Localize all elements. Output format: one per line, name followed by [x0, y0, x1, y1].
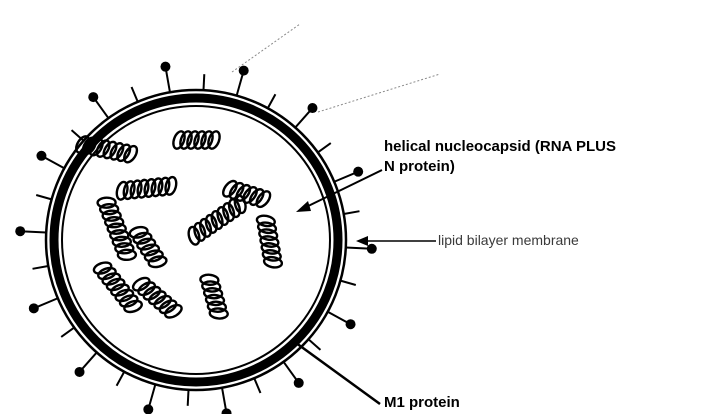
- spike-knob: [222, 408, 232, 414]
- nucleocapsid-arrowhead: [296, 201, 311, 212]
- m1-protein-label: M1 protein: [384, 394, 460, 412]
- hemagglutinin-leader: [232, 24, 300, 72]
- nucleocapsid-loop: [118, 250, 136, 260]
- lipid-bilayer-arrowhead: [356, 236, 368, 246]
- spike-knob: [29, 303, 39, 313]
- spike-knob: [367, 244, 377, 254]
- hemagglutinin-spike: [117, 372, 125, 386]
- m1-protein-leader: [292, 340, 380, 404]
- hemagglutinin-spike: [33, 266, 49, 269]
- spike-knob: [239, 66, 249, 76]
- lipid-bilayer-label: lipid bilayer membrane: [438, 232, 579, 248]
- nucleocapsid-coils: [74, 130, 283, 320]
- hemagglutinin-spike: [132, 87, 138, 102]
- nucleocapsid-label-line2: N protein): [384, 158, 455, 176]
- spike-knob: [143, 404, 153, 414]
- hemagglutinin-spike: [318, 143, 331, 152]
- spike-knob: [36, 151, 46, 161]
- hemagglutinin-spike: [344, 211, 360, 214]
- nucleocapsid-loop: [209, 308, 228, 319]
- spike-knob: [15, 226, 25, 236]
- spike-knob: [75, 367, 85, 377]
- spike-knob: [294, 378, 304, 388]
- hemagglutinin-spike: [61, 328, 74, 337]
- spike-knob: [346, 319, 356, 329]
- hemagglutinin-spike: [188, 390, 189, 406]
- hemagglutinin-spike: [340, 281, 355, 285]
- hemagglutinin-spike: [36, 195, 51, 199]
- nucleocapsid-label-line1: helical nucleocapsid (RNA PLUS: [384, 138, 616, 156]
- hemagglutinin-spike: [308, 339, 320, 350]
- hemagglutinin-spike: [203, 74, 204, 90]
- spike-knob: [88, 92, 98, 102]
- hemagglutinin-spike: [254, 378, 260, 393]
- spike-knob: [307, 103, 317, 113]
- spike-knob: [160, 62, 170, 72]
- spike-knob: [353, 167, 363, 177]
- neuraminidase-leader: [318, 74, 440, 112]
- hemagglutinin-spike: [268, 94, 276, 108]
- nucleocapsid-loop: [206, 130, 222, 150]
